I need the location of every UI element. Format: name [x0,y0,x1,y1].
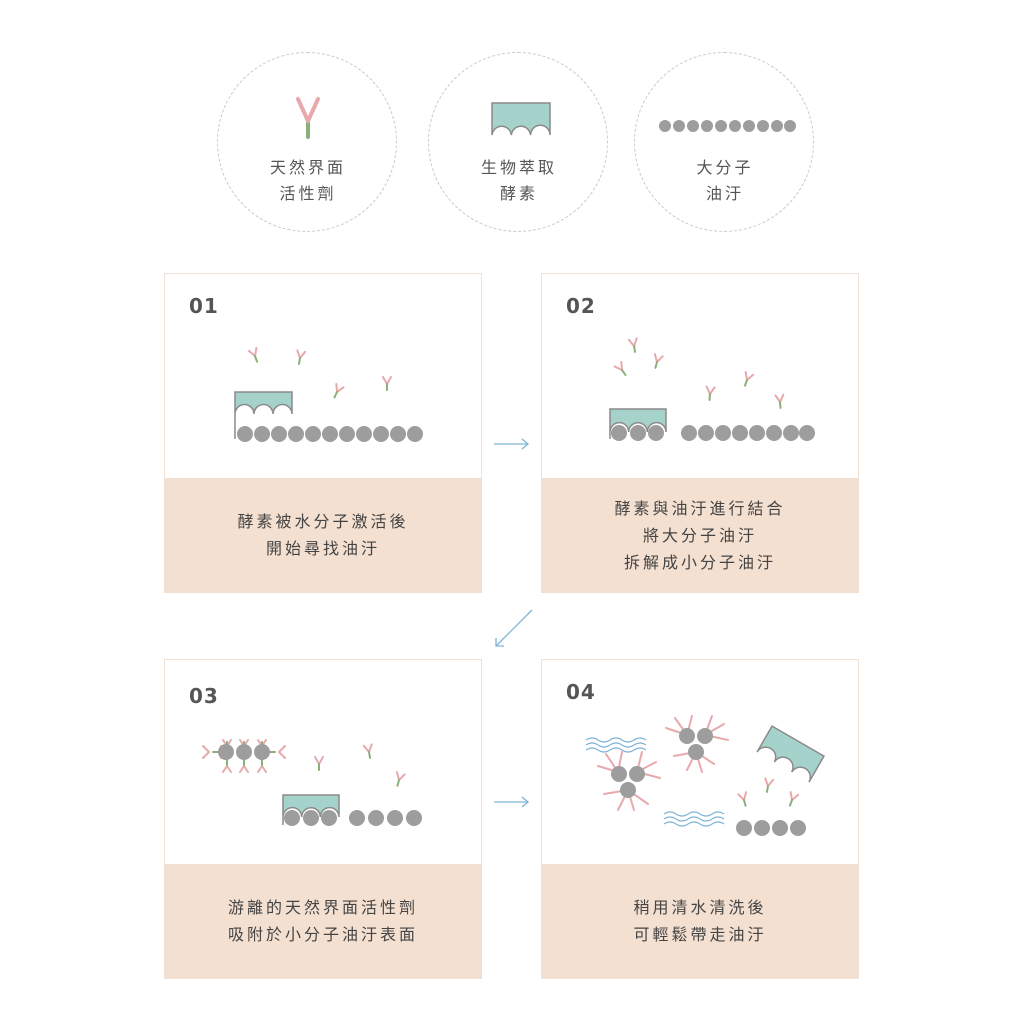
step-caption: 游離的天然界面活性劑 吸附於小分子油汙表面 [165,864,481,978]
caption-line: 游離的天然界面活性劑 [227,898,418,917]
legend-enzyme: 生物萃取 酵素 [428,52,608,232]
step-panel-01: 01 酵素被水分子激活後 開始尋找油汙 [164,273,482,593]
surfactant-icon [613,337,785,409]
step-panel-03: 03 [164,659,482,979]
surfactant-icon [737,777,800,807]
step-caption: 酵素被水分子激活後 開始尋找油汙 [165,478,481,592]
grease-molecule-icon [611,425,815,441]
caption-line: 將大分子油汙 [642,525,757,545]
grease-molecule-icon [237,426,423,442]
legend-label: 大分子 油汙 [635,155,815,207]
enzyme-icon [282,794,340,825]
arrow-right-icon [494,796,530,808]
step-illustration [202,739,422,826]
legend-line: 油汙 [705,184,744,203]
surfactant-cluster [665,715,729,773]
legend-line: 生物萃取 [480,158,557,177]
step-number: 02 [566,294,596,318]
step-number: 03 [189,684,219,708]
enzyme-icon [491,102,551,136]
caption-line: 稍用清水清洗後 [633,898,767,917]
surfactant-cluster [597,751,661,811]
caption-line: 吸附於小分子油汙表面 [227,925,418,944]
grease-molecule-icon [284,810,422,826]
step-illustration [609,337,815,441]
legend-surfactant: 天然界面 活性劑 [217,52,397,232]
arrow-right-icon [494,438,530,450]
step-caption: 稍用清水清洗後 可輕鬆帶走油汙 [542,864,858,978]
surfactant-icon [247,347,392,399]
caption-line: 酵素與油汙進行結合 [614,498,786,518]
step-panel-02: 02 酵素與油汙進行結合 將大分子油汙 拆解成小分子油汙 [541,273,859,593]
step-number: 01 [189,294,219,318]
step-panel-04: 04 [541,659,859,979]
step-illustration [234,347,423,442]
legend-line: 活性劑 [279,184,337,203]
caption-line: 酵素被水分子激活後 [237,512,409,531]
surfactant-cluster [202,739,286,773]
legend-line: 大分子 [696,158,754,177]
step-number: 04 [566,680,596,704]
grease-molecule-icon [736,820,806,836]
step-illustration [585,715,826,836]
surfactant-icon [296,97,320,139]
legend-label: 天然界面 活性劑 [218,155,398,207]
caption-line: 拆解成小分子油汙 [623,552,776,572]
enzyme-icon [234,391,293,439]
caption-line: 開始尋找油汙 [265,539,380,558]
legend-label: 生物萃取 酵素 [429,155,609,207]
water-wave-icon [585,737,647,753]
enzyme-icon [756,725,826,783]
caption-line: 可輕鬆帶走油汙 [633,925,767,944]
grease-molecule-icon [659,120,796,132]
legend-line: 天然界面 [269,158,346,177]
water-wave-icon [663,811,725,827]
step-caption: 酵素與油汙進行結合 將大分子油汙 拆解成小分子油汙 [542,478,858,592]
surfactant-icon [314,743,406,787]
arrow-down-left-icon [495,609,533,647]
legend-grease: 大分子 油汙 [634,52,814,232]
enzyme-icon [609,408,667,439]
legend-line: 酵素 [499,184,538,203]
